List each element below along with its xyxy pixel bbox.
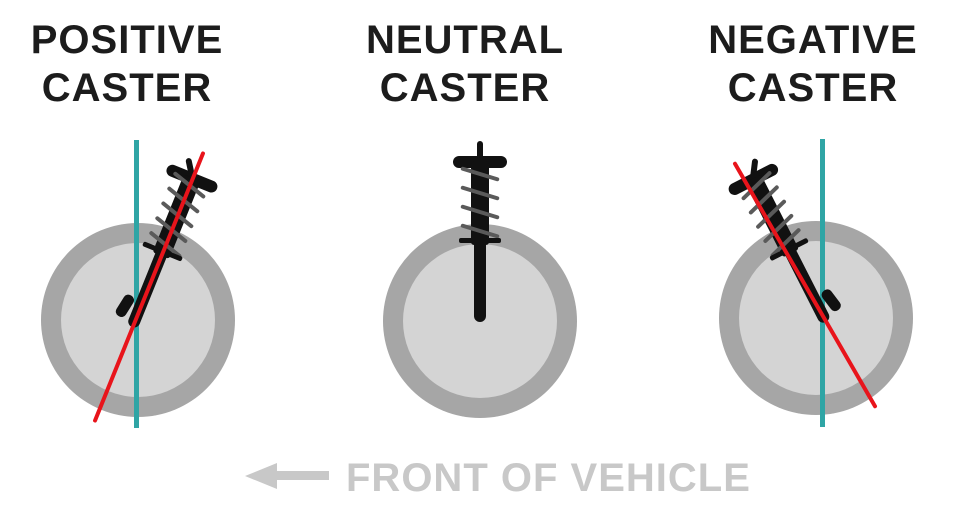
strut-body (471, 161, 489, 245)
vertical-reference-line (820, 139, 825, 427)
title-line-2: CASTER (41, 66, 213, 110)
neutral-caster-title: NEUTRAL CASTER (340, 16, 590, 112)
positive-caster-title: POSITIVE CASTER (2, 16, 252, 112)
negative-caster-title: NEGATIVE CASTER (688, 16, 938, 112)
front-of-vehicle-label: FRONT OF VEHICLE (346, 456, 751, 500)
title-line-1: NEGATIVE (708, 18, 918, 62)
vertical-reference-line (134, 140, 139, 428)
title-line-2: CASTER (379, 66, 551, 110)
left-arrow-icon (245, 463, 277, 489)
wheel-hub (739, 241, 893, 395)
strut-rod (474, 239, 486, 322)
title-line-1: NEUTRAL (365, 18, 565, 62)
strut-stem (477, 141, 483, 161)
title-line-1: POSITIVE (30, 18, 224, 62)
title-line-2: CASTER (727, 66, 899, 110)
left-arrow-shaft (276, 471, 329, 480)
strut-assembly-neutral (450, 137, 510, 322)
wheel (719, 221, 913, 415)
